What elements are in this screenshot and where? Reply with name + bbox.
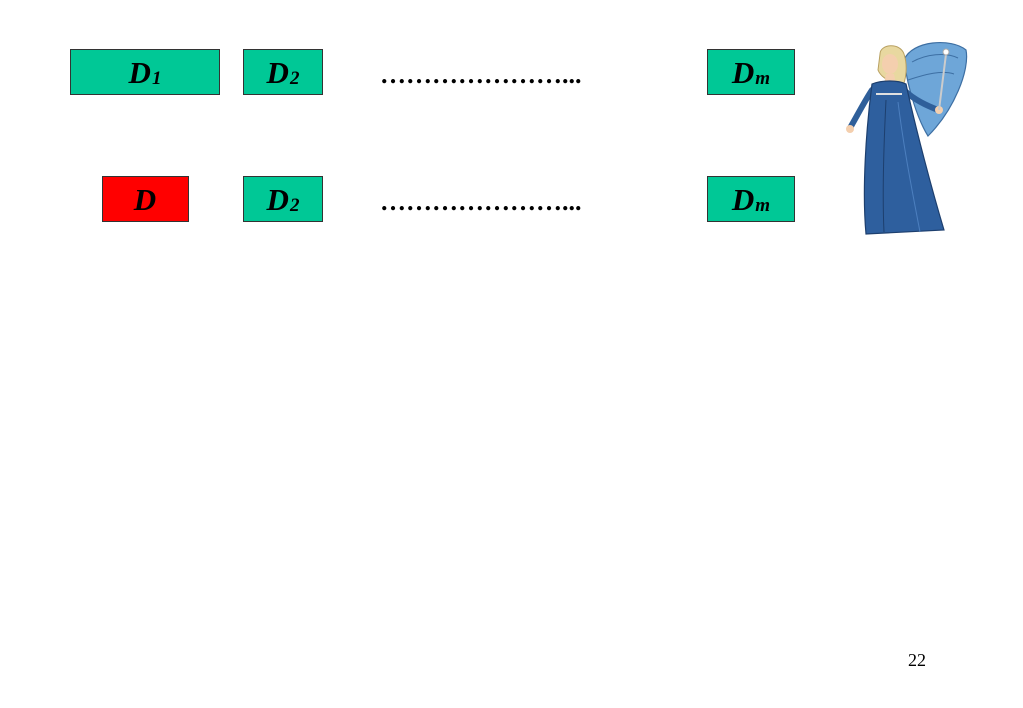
- row1-box-d1-sub: 1: [151, 67, 162, 89]
- row2-box-d2-main: D: [266, 181, 289, 217]
- row2-box-dm-sub: m: [755, 194, 771, 216]
- row2-box-d: D: [102, 176, 189, 222]
- row2-ellipsis: …………………...: [380, 187, 582, 216]
- row2-box-d2-sub: 2: [289, 194, 300, 216]
- row1-box-d2-sub: 2: [289, 67, 300, 89]
- page-number: 22: [908, 650, 926, 670]
- row1-box-dm-sub: m: [755, 67, 771, 89]
- row2-box-dm-main: D: [731, 181, 755, 217]
- row1-ellipsis: …………………...: [380, 60, 582, 89]
- row2-box-d-main: D: [133, 181, 157, 217]
- row1-box-d2-main: D: [266, 54, 289, 90]
- row1-box-d1-main: D: [128, 54, 151, 90]
- blue-fairy-icon: [846, 42, 968, 235]
- row1-box-dm-main: D: [731, 54, 755, 90]
